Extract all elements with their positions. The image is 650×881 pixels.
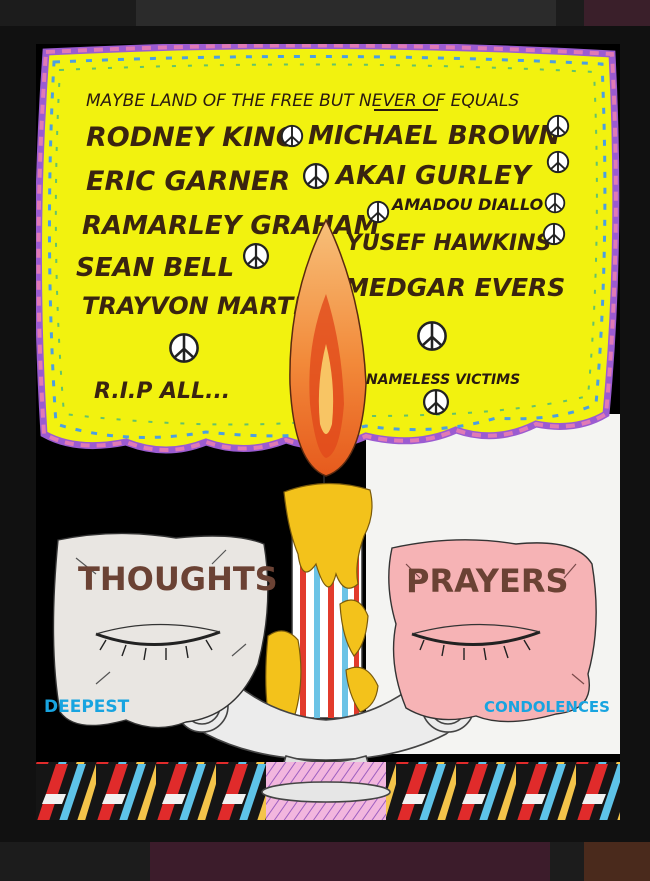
peace-sign-icon [242, 242, 270, 270]
closed-eye-icon [411, 623, 541, 661]
deepest-caption: DEEPEST [44, 697, 130, 717]
name-akai-gurley: AKAI GURLEY [334, 161, 534, 191]
name-ramarley-graham: RAMARLEY GRAHAM [82, 211, 380, 241]
name-michael-brown: MICHAEL BROWN [308, 121, 561, 151]
nameless-victims-text: NAMELESS VICTIMS [366, 372, 520, 388]
peace-sign-icon [546, 150, 570, 174]
banner-header-line: MAYBE LAND OF THE FREE BUT NEVER OF EQUA… [86, 91, 519, 111]
rip-text: R.I.P ALL... [94, 379, 230, 404]
name-sean-bell: SEAN BELL [76, 253, 234, 283]
name-eric-garner: ERIC GARNER [86, 166, 290, 197]
peace-sign-icon [546, 114, 570, 138]
candle-flame-icon [289, 218, 367, 494]
name-amadou-diallo: AMADOU DIALLO [390, 195, 544, 214]
peace-sign-icon [422, 388, 450, 416]
peace-sign-icon [366, 200, 390, 224]
peace-sign-icon [417, 321, 447, 351]
candle [265, 482, 379, 744]
peace-sign-icon [542, 222, 566, 246]
thoughts-title: THOUGHTS [78, 560, 278, 598]
closed-eye-icon [95, 623, 221, 661]
peace-sign-icon [302, 162, 330, 190]
name-yusef-hawkins: YUSEF HAWKINS [346, 231, 551, 256]
thoughts-stone [52, 532, 269, 729]
top-neighbor-strip [0, 0, 650, 26]
name-rodney-king: RODNEY KING [86, 122, 298, 153]
name-medgar-evers: MEDGAR EVERS [344, 273, 565, 302]
peace-sign-icon [169, 333, 199, 363]
prayers-stone [388, 539, 597, 723]
name-trayvon-martin: TRAYVON MARTIN [82, 292, 322, 320]
bottom-neighbor-strip [0, 842, 650, 881]
prayers-title: PRAYERS [406, 562, 569, 600]
peace-sign-icon [544, 192, 566, 214]
peace-sign-icon [280, 124, 304, 148]
condolences-caption: CONDOLENCES [484, 698, 610, 716]
memorial-artwork: MAYBE LAND OF THE FREE BUT NEVER OF EQUA… [36, 44, 620, 820]
